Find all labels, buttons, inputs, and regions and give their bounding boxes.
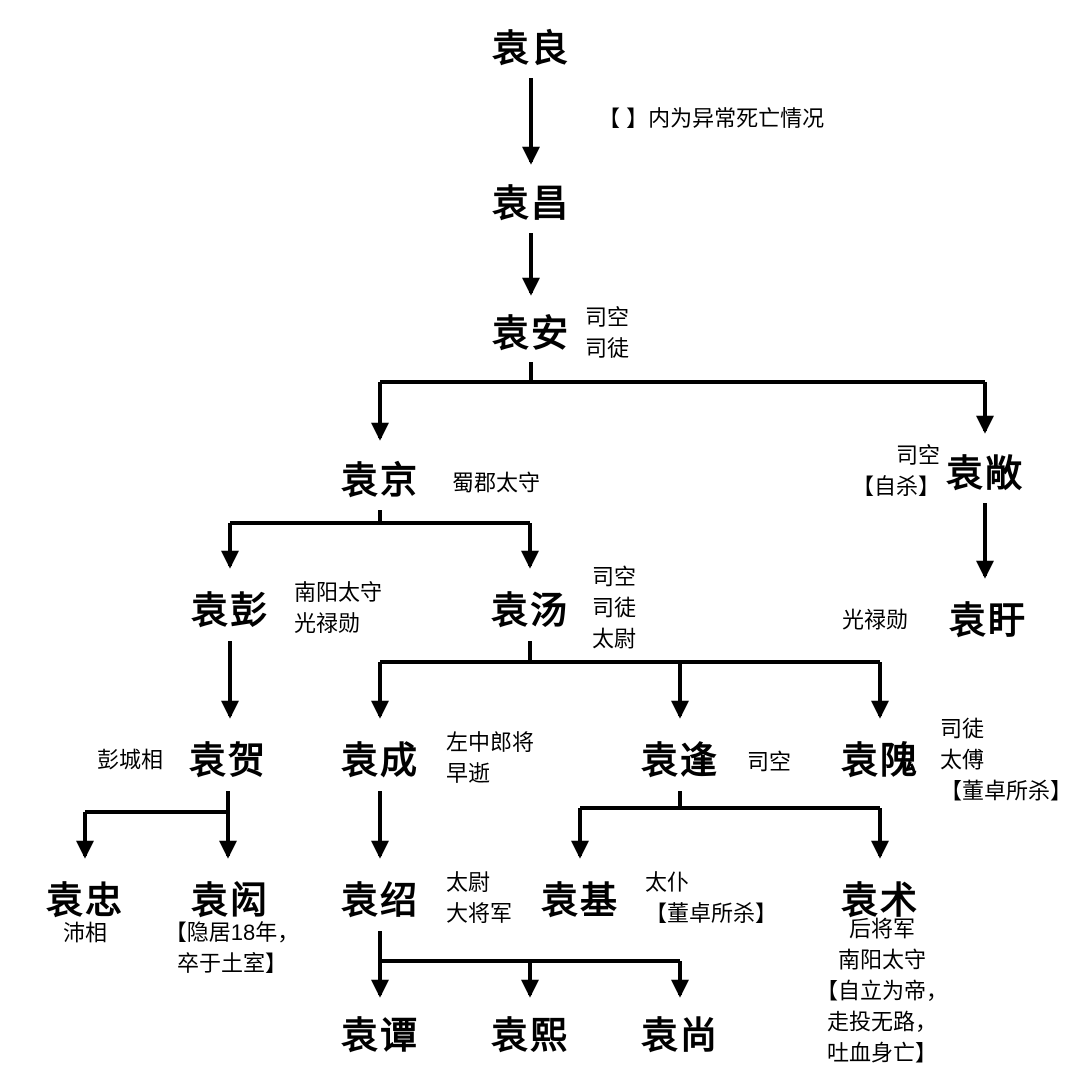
note-yuan-zhong: 沛相 bbox=[62, 920, 108, 946]
note-yuan-xu: 光禄勋 bbox=[841, 607, 908, 633]
note-yuan-chang-2: 司空 【自杀】 bbox=[851, 443, 940, 499]
person-yuan-feng: 袁逢 bbox=[641, 740, 719, 781]
note-yuan-feng: 司空 bbox=[747, 749, 792, 775]
note-yuan-jing: 蜀郡太守 bbox=[452, 470, 541, 496]
person-yuan-xi: 袁熙 bbox=[491, 1015, 569, 1056]
legend-abnormal-death: 【 】内为异常死亡情况 bbox=[598, 106, 825, 131]
note-yuan-peng: 南阳太守 光禄勋 bbox=[294, 580, 383, 636]
person-yuan-cheng: 袁成 bbox=[341, 740, 419, 781]
note-yuan-hong: 【隐居18年， 卒于土室】 bbox=[164, 920, 300, 976]
person-yuan-chang-2: 袁敞 bbox=[946, 453, 1024, 494]
note-yuan-an: 司空 司徒 bbox=[585, 305, 630, 361]
person-yuan-an: 袁安 bbox=[492, 313, 570, 354]
note-yuan-tang: 司空 司徒 太尉 bbox=[592, 564, 637, 652]
person-yuan-tang: 袁汤 bbox=[491, 590, 569, 631]
person-yuan-shang: 袁尚 bbox=[641, 1015, 719, 1056]
note-yuan-shao: 太尉 大将军 bbox=[446, 870, 513, 926]
person-yuan-xu: 袁盱 bbox=[949, 600, 1027, 641]
note-yuan-ji: 太仆 【董卓所杀】 bbox=[645, 870, 778, 926]
person-yuan-shao: 袁绍 bbox=[341, 880, 419, 921]
person-yuan-chang-1: 袁昌 bbox=[492, 183, 570, 224]
person-yuan-tan: 袁谭 bbox=[341, 1015, 419, 1056]
note-yuan-cheng: 左中郎将 早逝 bbox=[446, 730, 535, 786]
person-yuan-wei: 袁隗 bbox=[841, 740, 919, 781]
person-yuan-peng: 袁彭 bbox=[191, 590, 269, 631]
person-yuan-shu: 袁术 bbox=[841, 880, 919, 921]
note-yuan-shu: 后将军 南阳太守 【自立为帝， 走投无路， 吐血身亡】 bbox=[815, 916, 949, 1066]
person-yuan-jing: 袁京 bbox=[341, 460, 419, 501]
note-yuan-he: 彭城相 bbox=[96, 747, 163, 773]
person-yuan-he: 袁贺 bbox=[189, 740, 267, 781]
person-yuan-ji: 袁基 bbox=[541, 880, 619, 921]
person-yuan-hong: 袁闳 bbox=[191, 880, 269, 921]
person-yuan-liang: 袁良 bbox=[492, 28, 570, 69]
person-yuan-zhong: 袁忠 bbox=[46, 880, 124, 921]
note-yuan-wei: 司徒 太傅 【董卓所杀】 bbox=[940, 716, 1073, 804]
